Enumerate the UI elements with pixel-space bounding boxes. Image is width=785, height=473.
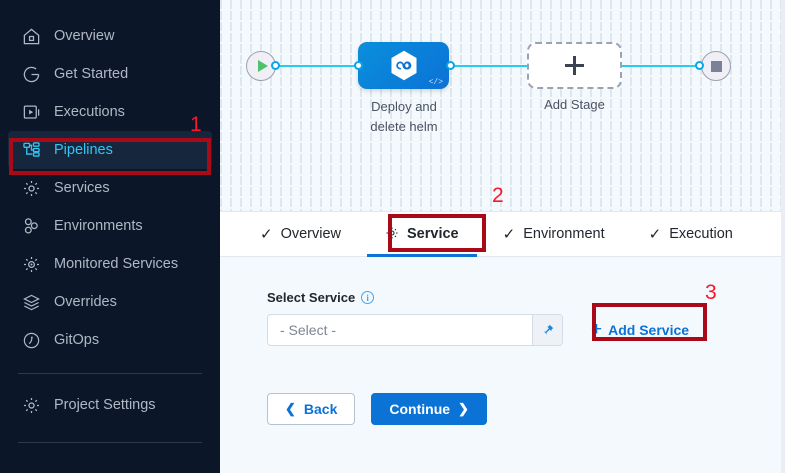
plus-icon: + [591,318,603,340]
end-port [695,61,704,70]
sidebar-item-executions[interactable]: Executions [8,93,212,131]
continue-button[interactable]: Continue ❯ [371,393,487,425]
check-icon: ✓ [502,225,516,243]
sidebar-divider-bottom [18,442,202,443]
pipeline-end-node[interactable] [701,51,731,81]
gear-icon [22,396,41,415]
add-service-button[interactable]: + Add Service [591,318,690,340]
main-area: </> Deploy and delete helm Add Stage [220,0,785,473]
pipeline-stage-node[interactable]: </> [358,42,449,89]
sidebar-item-label: Pipelines [54,141,113,158]
sidebar-item-environments[interactable]: Environments [8,207,212,245]
gitops-icon [22,331,41,350]
sidebar-divider [18,373,202,374]
select-service-row: - Select - + Add Service [267,314,785,346]
sidebar-item-label: Overview [54,27,115,44]
sidebar-item-label: Project Settings [54,396,156,413]
pipeline-canvas[interactable]: </> Deploy and delete helm Add Stage [220,0,785,211]
select-service-dropdown[interactable]: - Select - [267,314,563,346]
window-right-edge [781,0,785,473]
sidebar-item-monitored-services[interactable]: Monitored Services [8,245,212,283]
sidebar-item-label: Environments [54,217,143,234]
stage-tab-bar: ✓ Overview Service ✓ Environment ✓ Execu… [220,211,785,257]
monitored-gear-icon [22,255,41,274]
home-icon [22,27,41,46]
add-service-label: Add Service [608,322,690,338]
sidebar-item-overrides[interactable]: Overrides [8,283,212,321]
back-button-label: Back [303,401,338,417]
stop-icon [710,60,722,72]
sidebar: Overview Get Started Executions [0,0,220,473]
rocket-circle-icon [22,65,41,84]
layers-icon [22,293,41,312]
plus-icon [565,56,584,75]
code-badge-icon: </> [428,78,443,87]
select-service-value[interactable]: - Select - [280,322,337,338]
sidebar-item-gitops[interactable]: GitOps [8,321,212,359]
sidebar-item-project-settings[interactable]: Project Settings [8,386,212,424]
form-button-row: ❮ Back Continue ❯ [267,393,785,425]
sidebar-item-label: Executions [54,103,125,120]
edge-start-to-stage [276,65,361,67]
sidebar-item-services[interactable]: Services [8,169,212,207]
tab-label: Execution [669,226,733,242]
check-icon: ✓ [260,225,273,243]
tab-service[interactable]: Service [363,212,481,257]
sidebar-item-pipelines[interactable]: Pipelines [8,131,212,169]
sidebar-item-label: Get Started [54,65,129,82]
tab-environment[interactable]: ✓ Environment [481,212,627,256]
sidebar-item-get-started[interactable]: Get Started [8,55,212,93]
check-icon: ✓ [648,225,662,243]
tab-label: Overview [280,226,342,242]
harness-hexagon-icon [391,50,416,81]
service-form: Select Service i - Select - + Add Servic… [220,257,785,473]
play-box-icon [22,103,41,122]
gear-icon [385,226,399,243]
tab-label: Service [407,226,459,242]
edge-stage-to-add [451,65,531,67]
tab-overview[interactable]: ✓ Overview [238,212,363,256]
sidebar-item-label: Monitored Services [54,255,179,272]
chevron-left-icon: ❮ [285,401,296,416]
pipeline-graph: </> Deploy and delete helm Add Stage [220,42,785,172]
select-service-label: Select Service [267,290,356,305]
sidebar-item-label: GitOps [54,331,100,348]
continue-button-label: Continue [389,401,451,417]
info-icon[interactable]: i [361,291,375,304]
play-icon [257,60,268,72]
chevron-right-icon: ❯ [458,401,469,416]
environments-icon [22,217,41,236]
add-stage-button[interactable] [527,42,622,89]
pipeline-icon [22,141,41,160]
pipeline-stage-label: Deploy and delete helm [338,97,470,137]
start-port [271,61,280,70]
stage-label-line-1: Deploy and [371,99,437,114]
back-button[interactable]: ❮ Back [267,393,356,425]
sidebar-item-overview[interactable]: Overview [8,17,212,55]
pin-icon[interactable] [532,315,562,345]
stage-in-port [354,61,363,70]
tab-execution[interactable]: ✓ Execution [627,212,755,256]
select-service-label-row: Select Service i [267,290,785,305]
sidebar-item-label: Services [54,179,110,196]
stage-out-port [446,61,455,70]
gear-icon [22,179,41,198]
add-stage-label: Add Stage [544,97,605,112]
stage-label-line-2: delete helm [370,119,438,134]
tab-label: Environment [523,226,605,242]
sidebar-item-label: Overrides [54,293,117,310]
edge-add-to-end [620,65,703,67]
